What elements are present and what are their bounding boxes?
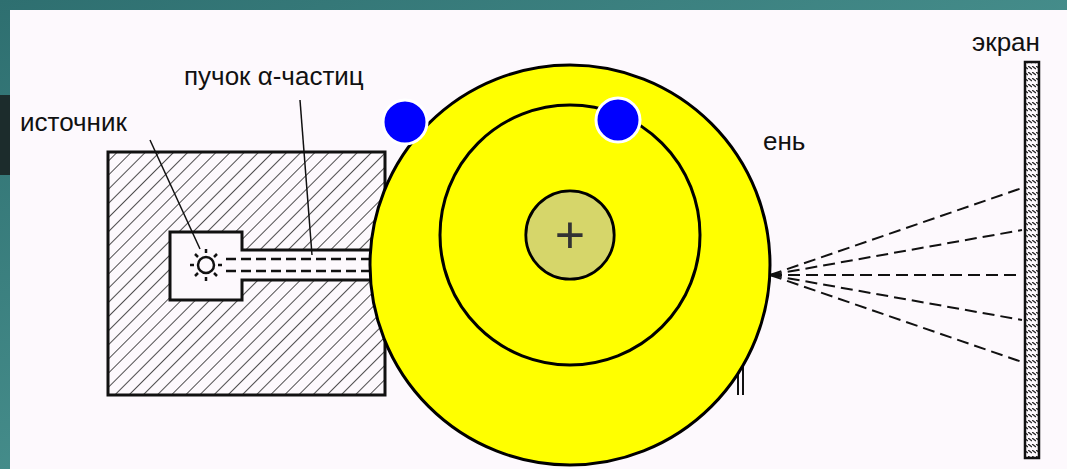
source-label: источник: [20, 108, 127, 137]
electron: [383, 100, 427, 144]
leader-line: [150, 140, 200, 249]
atom-outer-orbit: [370, 65, 770, 465]
scattered-rays: [770, 188, 1022, 362]
charge-sign: +: [555, 209, 585, 261]
foil-label: ень: [763, 127, 805, 156]
alpha-beam: [226, 259, 380, 271]
electron: [596, 98, 640, 142]
screen-label: экран: [972, 28, 1040, 57]
source-housing: [108, 152, 385, 395]
leader-line: [300, 100, 312, 255]
nucleus-circle: +: [523, 188, 617, 282]
screen: [1025, 62, 1039, 458]
source-star: [190, 249, 222, 281]
beam-label: пучок α-частиц: [184, 62, 364, 91]
atom-inner-orbit: [440, 105, 700, 365]
frame-mark: [0, 95, 10, 175]
page-ground: [10, 10, 1067, 469]
